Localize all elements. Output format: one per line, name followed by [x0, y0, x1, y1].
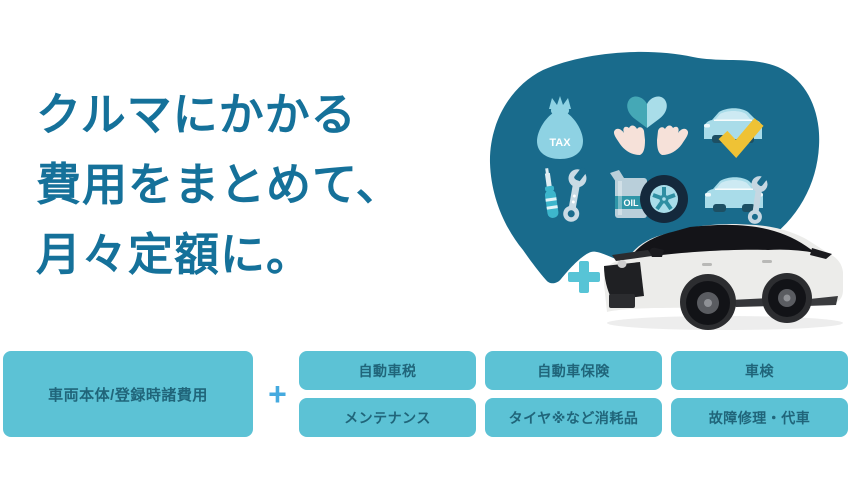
- headline-line-1: クルマにかかる: [36, 89, 357, 140]
- chip-auto-tax: 自動車税: [299, 351, 476, 390]
- headline-line-3: 月々定額に。: [36, 229, 313, 280]
- heart-in-hands-icon: [613, 96, 689, 155]
- cost-items-grid: 自動車税 自動車保険 車検 メンテナンス タイヤ※など消耗品 故障修理・代車: [299, 351, 848, 437]
- chip-inspection: 車検: [671, 351, 848, 390]
- chip-maintenance: メンテナンス: [299, 398, 476, 437]
- car-approved-icon: [704, 108, 764, 159]
- car-repair-icon: [705, 174, 768, 224]
- chip-auto-insurance: 自動車保険: [485, 351, 662, 390]
- plus-icon: [568, 261, 600, 293]
- chip-repair-courtesy-car: 故障修理・代車: [671, 398, 848, 437]
- oil-label: OIL: [624, 198, 640, 208]
- plus-between-chips: +: [268, 375, 287, 412]
- chip-tires-consumables: タイヤ※など消耗品: [485, 398, 662, 437]
- chip-vehicle-base: 車両本体/登録時諸費用: [3, 351, 253, 437]
- headline: クルマにかかる 費用をまとめて、 月々定額に。: [36, 80, 402, 290]
- headline-line-2: 費用をまとめて、: [36, 159, 402, 210]
- car-photo: [603, 224, 843, 330]
- tax-label: TAX: [549, 137, 571, 149]
- cost-bundle-illustration: TAX: [489, 51, 843, 330]
- oil-and-tire-icon: OIL: [610, 170, 688, 223]
- tax-bag-icon: TAX: [537, 96, 583, 159]
- tools-icon: [544, 167, 587, 222]
